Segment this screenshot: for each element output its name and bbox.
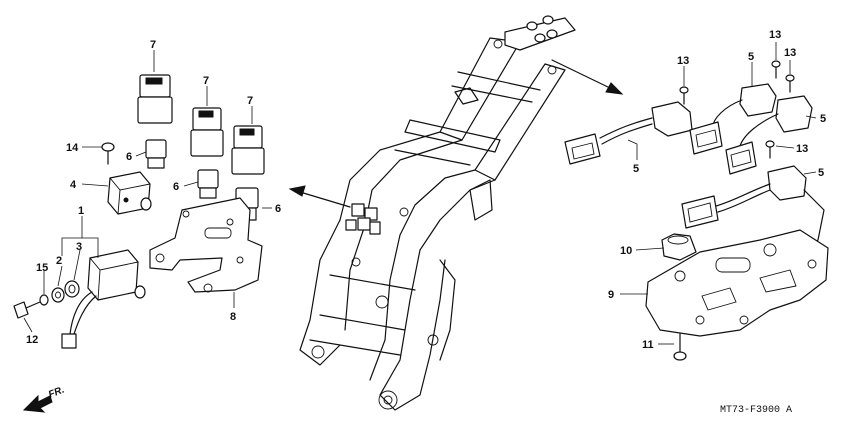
plate-9 [645,229,829,337]
sensor-5-left [564,101,693,165]
callout-14: 14 [66,142,79,154]
washer-15 [39,294,49,306]
motorcycle-frame [299,15,576,411]
front-direction-indicator: FR. [22,385,66,413]
callout-6: 6 [173,181,179,193]
callout-9: 9 [608,289,614,301]
sensor-5-top [689,83,813,175]
callout-10: 10 [620,245,632,257]
leader-lines [23,42,817,345]
relay-7-right [231,125,265,175]
callout-numbers: 7 7 7 6 6 6 14 4 1 15 2 3 12 8 5 13 5 13… [26,29,826,351]
callout-7: 7 [150,39,156,51]
callout-13: 13 [796,143,808,155]
callout-7: 7 [203,75,209,87]
front-label: FR. [47,385,66,401]
callout-2: 2 [56,255,62,267]
relay-6-small-b [197,169,219,199]
callout-7: 7 [247,95,253,107]
callout-5: 5 [633,163,639,175]
bolt-14 [101,142,115,165]
front-arrow-icon [22,394,53,413]
relay-7-middle [190,107,224,157]
callout-4: 4 [70,179,77,191]
callout-6: 6 [126,151,132,163]
grommet-10 [661,233,697,261]
callout-13: 13 [769,29,781,41]
bracket-8 [149,197,263,293]
relay-7-top [137,74,173,124]
callout-5: 5 [820,113,826,125]
callout-13: 13 [677,55,689,67]
relay-6-small-a [145,139,167,169]
collar-2 [51,287,65,303]
bolt-11 [673,333,687,361]
location-arrows [288,59,624,208]
callout-6: 6 [275,203,281,215]
callout-3: 3 [76,241,82,253]
unit-1 [61,249,146,349]
callout-5: 5 [818,167,824,179]
callout-11: 11 [642,339,654,351]
callout-5: 5 [748,51,754,63]
callout-12: 12 [26,334,38,346]
callout-1: 1 [78,205,84,217]
callout-15: 15 [36,262,48,274]
bolts-13 [679,60,795,159]
grommet-3 [64,280,80,298]
diagram-code: MT73-F3900 A [720,405,792,416]
bolt-12 [13,301,41,319]
unit-4 [107,171,152,215]
callout-8: 8 [230,311,236,323]
sensor-5-right [681,165,825,251]
callout-13: 13 [784,47,796,59]
